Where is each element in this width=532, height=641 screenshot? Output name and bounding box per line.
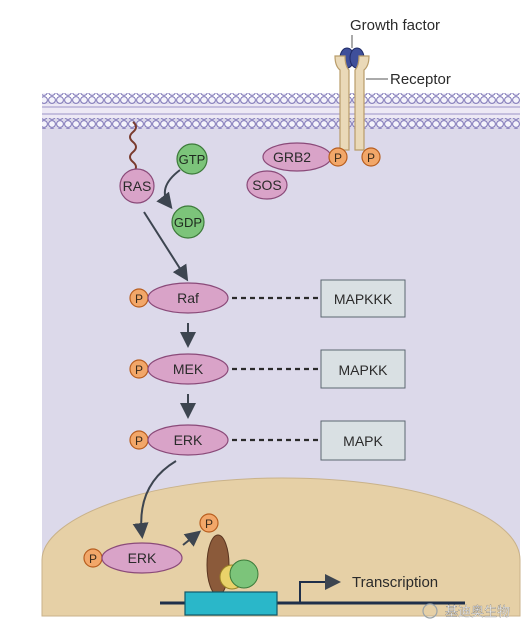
cell-membrane [42, 93, 520, 129]
mapkkk-label: MAPKKK [334, 291, 393, 307]
gtp-node: GTP [176, 143, 208, 175]
tf-green-subunit [229, 559, 259, 589]
mek-row: P MEK MAPKK [129, 349, 406, 389]
raf-row: P Raf MAPKKK [129, 279, 406, 318]
erk-translocation-arrow [132, 460, 177, 539]
ras-label: RAS [123, 178, 152, 194]
nuclear-erk-protein [101, 542, 183, 574]
erk-to-tf-arrow [182, 530, 202, 547]
wechat-icon [422, 603, 438, 619]
raf-label: Raf [177, 290, 199, 306]
transcription-label: Transcription [352, 574, 438, 591]
ras-protein: RAS [119, 168, 155, 204]
gtp-to-gdp-arrow [156, 169, 181, 210]
ras-lipid-anchor [129, 121, 137, 173]
phospho-label: P [135, 434, 143, 448]
watermark-text: 基迪奥生物 [445, 604, 510, 619]
nucleus [41, 477, 521, 617]
raf-protein [147, 282, 229, 314]
mek-label: MEK [173, 361, 204, 377]
receptor-label: Receptor [390, 71, 451, 88]
nuclear-erk: P ERK [83, 542, 183, 574]
erk-row: P ERK MAPK [129, 420, 406, 461]
mek-protein [147, 353, 229, 385]
phospho-label: P [89, 552, 97, 566]
gdp-label: GDP [174, 215, 202, 230]
mapkkk-box [320, 279, 406, 318]
phospho-label: P [205, 517, 213, 531]
phospho-label: P [334, 151, 342, 165]
ras-to-raf-arrow [143, 211, 189, 282]
gtp-label: GTP [179, 152, 206, 167]
nuclear-erk-label: ERK [128, 550, 157, 566]
phospho-label: P [135, 292, 143, 306]
receptor [334, 55, 370, 151]
watermark: 基迪奥生物 [422, 603, 510, 619]
receptor-phospho-1: P [328, 147, 348, 167]
gdp-node: GDP [171, 205, 205, 239]
sos-protein: SOS [246, 170, 288, 200]
promoter-block [184, 591, 278, 616]
erk-label: ERK [174, 432, 203, 448]
tf-phospho [199, 513, 219, 533]
grb2-protein: GRB2 [262, 142, 332, 172]
phospho-label: P [367, 151, 375, 165]
phospho-label: P [135, 363, 143, 377]
transcription-factor-complex: P [199, 513, 259, 596]
mapk-box [320, 420, 406, 461]
sos-label: SOS [252, 177, 282, 193]
erk-protein [147, 424, 229, 456]
transcription-start-arrow [299, 574, 341, 603]
mapkk-box [320, 349, 406, 389]
grb2-label: GRB2 [273, 149, 311, 165]
mapkk-label: MAPKK [338, 362, 388, 378]
growth-factor-label: Growth factor [350, 17, 440, 34]
mapk-label: MAPK [343, 433, 383, 449]
receptor-phospho-2: P [361, 147, 381, 167]
